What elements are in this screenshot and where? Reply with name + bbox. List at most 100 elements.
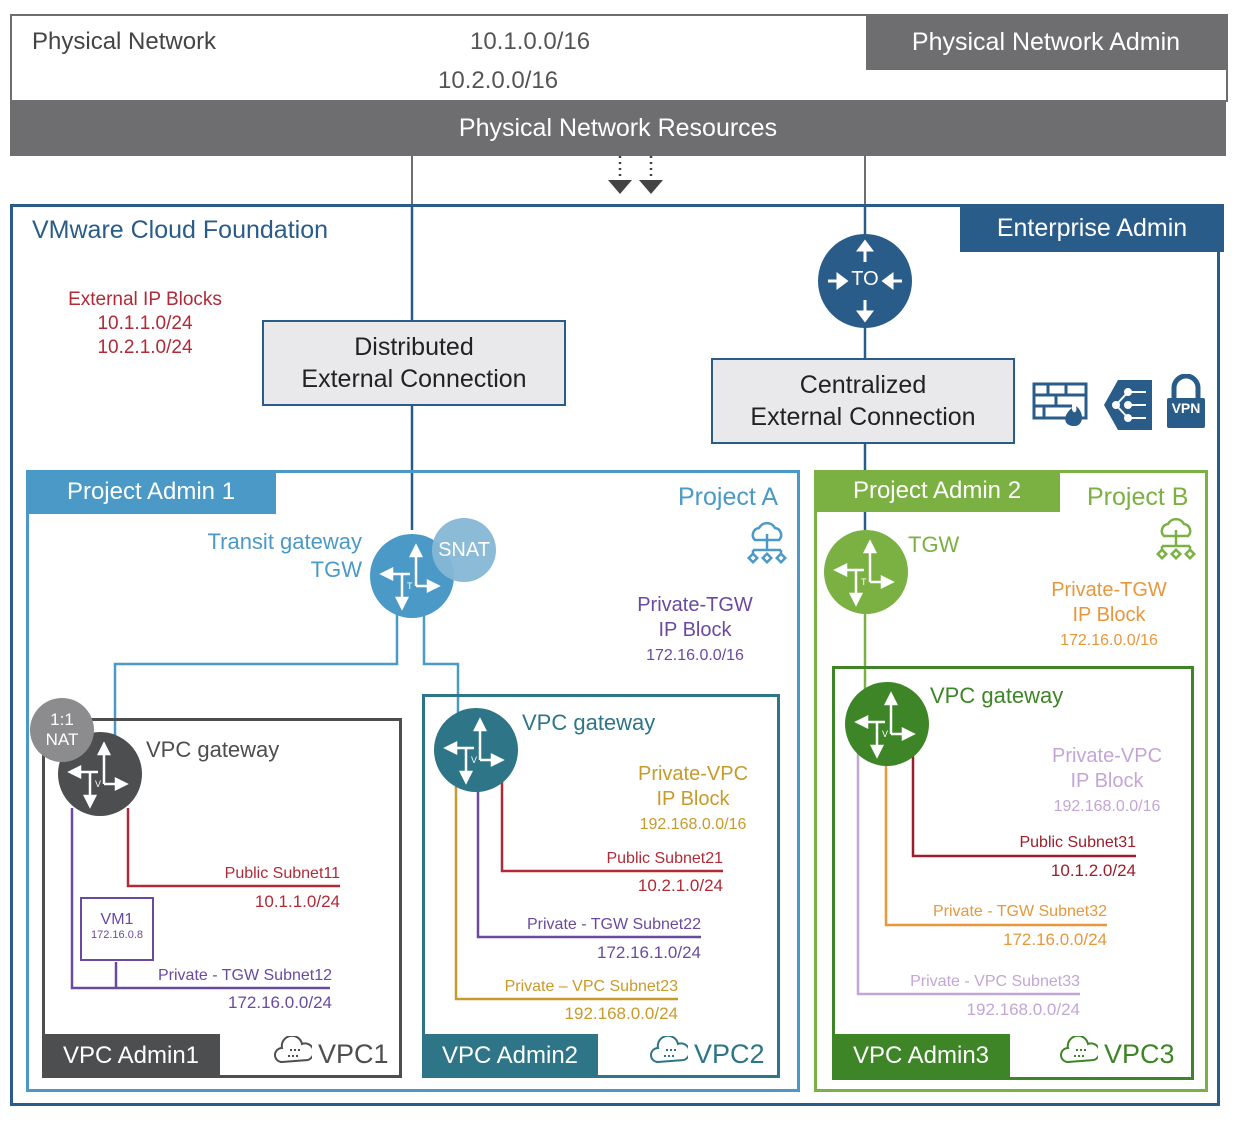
private-tgw-block-line1: Private-TGW bbox=[637, 594, 753, 616]
private-vpc-block-cidr: 192.168.0.0/16 bbox=[1053, 798, 1161, 815]
private-tgw-block-line2: IP Block bbox=[1072, 604, 1146, 626]
vpc1-boundary bbox=[42, 718, 402, 1078]
external-ip-blocks: External IP Blocks 10.1.1.0/24 10.2.1.0/… bbox=[40, 288, 250, 360]
vpc-admin2-badge: VPC Admin2 bbox=[422, 1034, 598, 1078]
vcf-title: VMware Cloud Foundation bbox=[32, 216, 328, 244]
subnet12-name: Private - TGW Subnet12 bbox=[158, 967, 332, 984]
subnet11-name: Public Subnet11 bbox=[224, 865, 340, 882]
vpc2-name: VPC2 bbox=[650, 1034, 765, 1073]
physical-cidr-1: 10.1.0.0/16 bbox=[470, 28, 591, 55]
svg-text:V: V bbox=[882, 729, 888, 739]
nat-1to1-badge: 1:1 NAT bbox=[30, 698, 94, 762]
vpc-cloud-icon bbox=[274, 1034, 315, 1073]
private-vpc-block-cidr: 192.168.0.0/16 bbox=[639, 816, 747, 833]
subnet32-name: Private - TGW Subnet32 bbox=[933, 903, 1107, 920]
subnet21-name: Public Subnet21 bbox=[606, 850, 723, 867]
t0-label: TO bbox=[851, 268, 879, 290]
t0-router[interactable]: TO bbox=[818, 234, 912, 328]
router-icon: T bbox=[833, 539, 895, 607]
project-admin-2-badge: Project Admin 2 bbox=[814, 470, 1060, 512]
vpc3-name: VPC3 bbox=[1060, 1034, 1175, 1073]
physical-network-admin-badge: Physical Network Admin bbox=[866, 14, 1226, 70]
subnet32-cidr: 172.16.0.0/24 bbox=[1003, 930, 1107, 949]
vpc3-gateway[interactable]: V bbox=[845, 682, 929, 766]
nat-line1: 1:1 bbox=[50, 710, 74, 729]
vpc3-private-vpc-block: Private-VPC IP Block 192.168.0.0/16 bbox=[1032, 744, 1182, 819]
router-icon: V bbox=[443, 717, 505, 785]
subnet23-name: Private – VPC Subnet23 bbox=[504, 978, 678, 995]
private-vpc-block-line2: IP Block bbox=[656, 788, 730, 810]
router-icon: V bbox=[67, 741, 129, 809]
project-b-title: Project B bbox=[1087, 483, 1189, 511]
project-cloud-network-icon bbox=[746, 521, 788, 564]
subnet12-cidr: 172.16.0.0/24 bbox=[228, 993, 332, 1012]
firewall-icon bbox=[1032, 382, 1088, 426]
vpn-label: VPN bbox=[1171, 400, 1201, 416]
physical-network-resources-bar: Physical Network Resources bbox=[10, 100, 1226, 156]
centralized-external-connection[interactable]: Centralized External Connection bbox=[711, 358, 1015, 444]
transit-gateway-label: Transit gateway TGW bbox=[170, 528, 362, 584]
vpc1-gateway-label: VPC gateway bbox=[146, 737, 280, 762]
subnet31-name: Public Subnet31 bbox=[1019, 834, 1136, 851]
nat-line2: NAT bbox=[45, 730, 79, 749]
router-icon: T bbox=[379, 543, 441, 611]
subnet21-cidr: 10.2.1.0/24 bbox=[637, 876, 723, 895]
centralized-line1: Centralized bbox=[799, 371, 927, 399]
vpc2-label: VPC2 bbox=[694, 1039, 765, 1069]
svg-text:V: V bbox=[471, 755, 477, 765]
load-balancer-icon bbox=[1104, 380, 1152, 430]
vpc2-gateway[interactable]: V bbox=[434, 708, 518, 792]
vpc1-name: VPC1 bbox=[274, 1034, 389, 1073]
distributed-external-connection[interactable]: Distributed External Connection bbox=[262, 320, 566, 406]
project-b-tgw-label: TGW bbox=[908, 532, 960, 557]
vpc-admin1-badge: VPC Admin1 bbox=[42, 1034, 220, 1078]
enterprise-admin-badge: Enterprise Admin bbox=[960, 204, 1224, 252]
svg-text:T: T bbox=[861, 577, 867, 587]
vpn-icon bbox=[1167, 374, 1205, 428]
centralized-line2: External Connection bbox=[750, 403, 976, 431]
private-vpc-block-line2: IP Block bbox=[1070, 770, 1144, 792]
vm1-box[interactable]: VM1 172.16.0.8 bbox=[80, 897, 154, 961]
project-admin-1-badge: Project Admin 1 bbox=[26, 470, 276, 514]
external-ip-block-1: 10.1.1.0/24 bbox=[97, 313, 193, 334]
svg-text:T: T bbox=[407, 581, 413, 591]
external-ip-blocks-label: External IP Blocks bbox=[68, 289, 222, 310]
arrow-down-icon bbox=[639, 180, 663, 194]
private-tgw-block-cidr: 172.16.0.0/16 bbox=[1060, 632, 1158, 649]
vm1-name: VM1 bbox=[100, 911, 134, 928]
vpc2-private-vpc-block: Private-VPC IP Block 192.168.0.0/16 bbox=[618, 762, 768, 837]
distributed-line1: Distributed bbox=[354, 333, 474, 361]
private-tgw-block-line1: Private-TGW bbox=[1051, 579, 1167, 601]
physical-network-title: Physical Network bbox=[32, 28, 217, 55]
vm1-ip: 172.16.0.8 bbox=[91, 929, 143, 941]
private-vpc-block-line1: Private-VPC bbox=[637, 763, 749, 785]
distributed-line2: External Connection bbox=[301, 365, 527, 393]
project-cloud-network-icon bbox=[1155, 517, 1197, 560]
project-a-private-tgw-block: Private-TGW IP Block 172.16.0.0/16 bbox=[620, 593, 770, 668]
subnet22-name: Private - TGW Subnet22 bbox=[527, 916, 701, 933]
vpc3-gateway-label: VPC gateway bbox=[930, 683, 1064, 708]
external-ip-block-2: 10.2.1.0/24 bbox=[97, 337, 193, 358]
subnet33-cidr: 192.168.0.0/24 bbox=[966, 1000, 1080, 1019]
private-tgw-block-line2: IP Block bbox=[658, 619, 732, 641]
svg-text:V: V bbox=[95, 779, 101, 789]
vpc-admin3-badge: VPC Admin3 bbox=[832, 1034, 1010, 1078]
snat-badge: SNAT bbox=[432, 518, 496, 582]
vpc-cloud-icon bbox=[650, 1034, 691, 1073]
private-vpc-block-line1: Private-VPC bbox=[1051, 745, 1163, 767]
vpc3-boundary bbox=[832, 666, 1194, 1080]
tgw-label-line2: TGW bbox=[310, 557, 362, 582]
transit-gateway-b[interactable]: T bbox=[824, 530, 908, 614]
vcf-boundary bbox=[10, 204, 1220, 1106]
subnet31-cidr: 10.1.2.0/24 bbox=[1050, 861, 1136, 880]
subnet22-cidr: 172.16.1.0/24 bbox=[597, 943, 701, 962]
private-tgw-block-cidr: 172.16.0.0/16 bbox=[646, 647, 744, 664]
arrow-down-icon bbox=[608, 180, 632, 194]
subnet11-cidr: 10.1.1.0/24 bbox=[254, 892, 340, 911]
project-a-title: Project A bbox=[678, 483, 779, 511]
vpc1-label: VPC1 bbox=[318, 1039, 389, 1069]
project-b-private-tgw-block: Private-TGW IP Block 172.16.0.0/16 bbox=[1034, 578, 1184, 653]
router-icon: V bbox=[854, 691, 916, 759]
vpc-cloud-icon bbox=[1060, 1034, 1101, 1073]
